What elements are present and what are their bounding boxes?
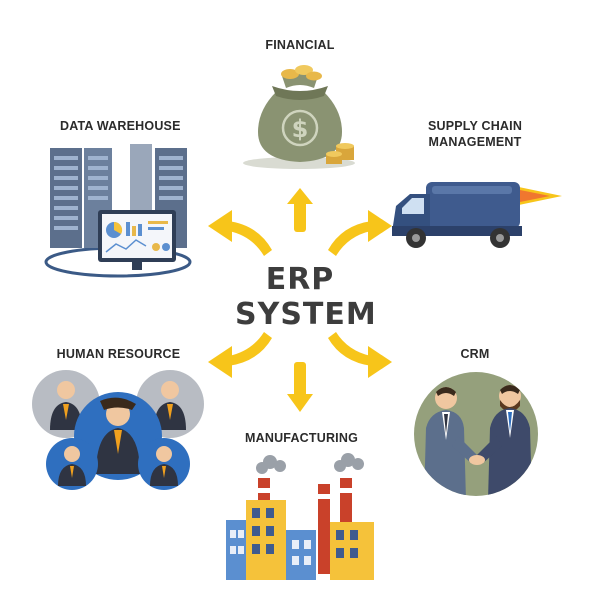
supply-chain-line-1: SUPPLY CHAIN bbox=[427, 119, 523, 133]
supply-chain-label: SUPPLY CHAIN MANAGEMENT bbox=[420, 118, 530, 150]
data-warehouse-icon bbox=[44, 144, 192, 278]
arrow-down-right bbox=[328, 332, 392, 378]
supply-chain-line-2: MANAGEMENT bbox=[428, 135, 522, 149]
person-icon bbox=[138, 438, 190, 490]
svg-text:$: $ bbox=[292, 115, 309, 143]
human-resource-label: HUMAN RESOURCE bbox=[56, 347, 181, 361]
coin-stack-icon bbox=[326, 143, 354, 164]
erp-system-title: ERP SYSTEM bbox=[235, 262, 377, 332]
erp-title-line-2: SYSTEM bbox=[235, 297, 377, 332]
human-resource-icon bbox=[32, 370, 204, 490]
arrow-up-left bbox=[208, 210, 272, 256]
crm-label: CRM bbox=[460, 347, 490, 361]
handshake-icon bbox=[414, 372, 538, 496]
manufacturing-label: MANUFACTURING bbox=[245, 431, 359, 445]
data-warehouse-label: DATA WAREHOUSE bbox=[60, 119, 181, 133]
person-icon bbox=[46, 438, 98, 490]
arrow-up-right bbox=[328, 210, 392, 256]
financial-label: FINANCIAL bbox=[265, 38, 335, 52]
erp-title-line-1: ERP bbox=[265, 262, 335, 297]
money-bag-icon: $ bbox=[243, 65, 355, 169]
arrows bbox=[208, 188, 392, 412]
arrow-down-left bbox=[208, 332, 272, 378]
arrow-down bbox=[287, 362, 313, 412]
truck-icon bbox=[392, 182, 562, 248]
arrow-up bbox=[287, 188, 313, 232]
factory-icon bbox=[226, 453, 374, 580]
